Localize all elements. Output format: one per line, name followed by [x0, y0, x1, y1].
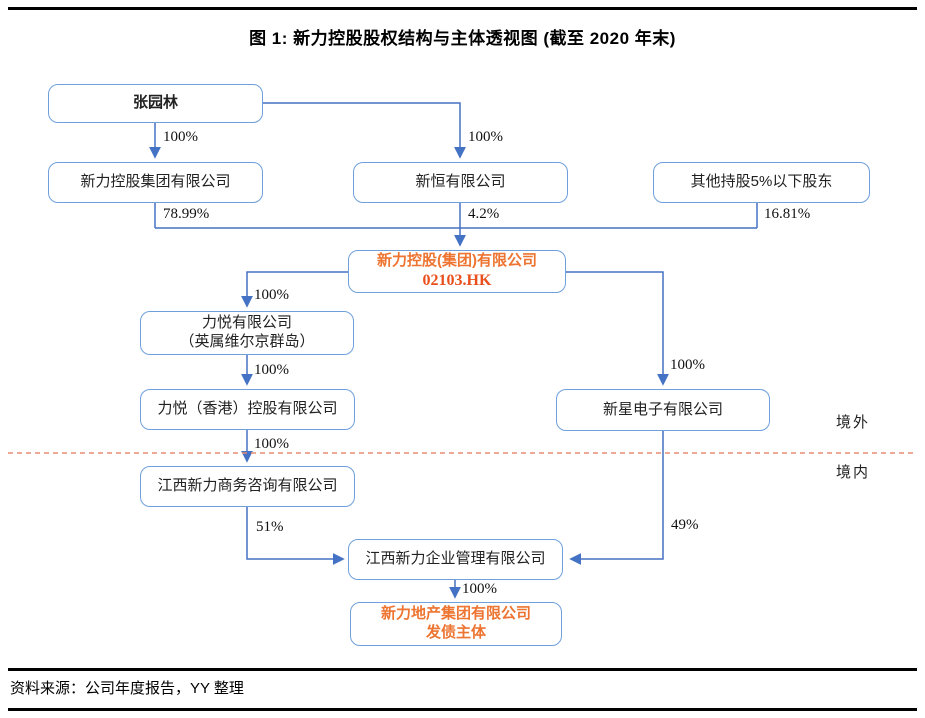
node-zhang-yuanlin: 张园林 [48, 84, 263, 123]
edge-label-liyue-bvi-to-liyue-hk: 100% [254, 362, 289, 378]
node-label: 新力控股(集团)有限公司 [377, 252, 537, 270]
edge-sinic-to-xinxing [566, 271, 669, 386]
edge-label-sinic-to-liyue-bvi: 100% [254, 287, 289, 303]
figure-title: 图 1: 新力控股股权结构与主体透视图 (截至 2020 年末) [249, 29, 676, 48]
node-label: 新星电子有限公司 [602, 400, 723, 418]
edge-label-zhang-to-xinli-group: 100% [163, 129, 198, 145]
region-label-offshore: 境外 [836, 414, 871, 431]
node-xinheng-limited: 新恒有限公司 [353, 162, 568, 203]
node-liyue-hongkong-holdings: 力悦（香港）控股有限公司 [140, 389, 355, 430]
edge-label-zhang-to-xinheng: 100% [468, 129, 503, 145]
edge-sinic-to-liyue-bvi [241, 271, 348, 308]
source-note: 资料来源：公司年度报告，YY 整理 [10, 680, 244, 697]
edge-xinxing-to-jx-management [569, 431, 664, 565]
node-sublabel: 发债主体 [425, 624, 486, 641]
node-label: 新力控股集团有限公司 [80, 173, 231, 191]
edge-label-liyue-hk-to-jx-consulting: 100% [254, 436, 289, 452]
node-sublabel: （英属维尔京群岛） [179, 333, 315, 350]
node-label: 新恒有限公司 [415, 173, 506, 191]
region-label-onshore: 境内 [836, 464, 871, 481]
edge-label-sinic-to-xinxing: 100% [670, 357, 705, 373]
node-sinic-holdings-listed: 新力控股(集团)有限公司 02103.HK [348, 250, 566, 293]
edge-label-other-to-sinic: 16.81% [764, 206, 811, 222]
node-liyue-bvi: 力悦有限公司 （英属维尔京群岛） [140, 311, 354, 355]
edge-label-jx-consulting-to-jx-management: 51% [256, 519, 284, 535]
edge-label-xinxing-to-jx-management: 49% [671, 517, 699, 533]
top-rule [8, 7, 917, 10]
node-xinxing-electronics: 新星电子有限公司 [556, 389, 770, 431]
node-label: 江西新力企业管理有限公司 [365, 550, 546, 568]
node-label: 张园林 [132, 94, 178, 112]
node-label: 其他持股5%以下股东 [690, 173, 833, 191]
edge-label-xinheng-to-sinic: 4.2% [468, 206, 500, 222]
footer-rule-top [8, 668, 917, 671]
edge-label-xinli-group-to-sinic: 78.99% [163, 206, 210, 222]
node-label: 力悦（香港）控股有限公司 [157, 400, 338, 418]
node-label: 江西新力商务咨询有限公司 [157, 477, 338, 495]
edge-jx-consulting-to-jx-management [246, 507, 345, 565]
edge-zhang-to-xinheng [263, 102, 466, 159]
edge-label-jx-management-to-xinli-realestate: 100% [462, 581, 497, 597]
stock-ticker: 02103.HK [422, 271, 492, 289]
node-jiangxi-xinli-enterprise-management: 江西新力企业管理有限公司 [348, 539, 563, 580]
node-label: 力悦有限公司 [201, 314, 292, 332]
footer-rule-bottom [8, 708, 917, 711]
node-xinli-holdings-group: 新力控股集团有限公司 [48, 162, 263, 203]
node-jiangxi-xinli-business-consulting: 江西新力商务咨询有限公司 [140, 466, 355, 507]
node-xinli-realestate-bond-issuer: 新力地产集团有限公司 发债主体 [350, 602, 562, 646]
node-other-minor-shareholders: 其他持股5%以下股东 [653, 162, 870, 203]
node-label: 新力地产集团有限公司 [380, 605, 531, 623]
ownership-lines [149, 102, 758, 599]
